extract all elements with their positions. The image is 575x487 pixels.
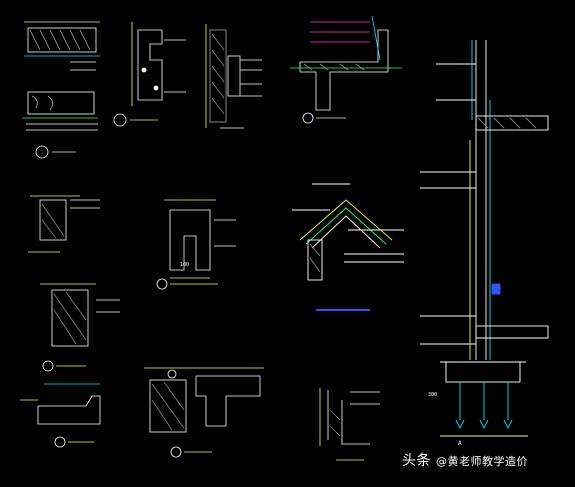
watermark: 头条 @黄老师教学造价 (402, 450, 528, 470)
detail-insulated-wall (205, 24, 262, 129)
detail-roof-eave (290, 15, 402, 124)
detail-roof-ridge (292, 183, 404, 311)
dim-label-300: 300 (428, 392, 438, 398)
detail-column-dims (156, 199, 236, 290)
watermark-author: @黄老师教学造价 (435, 455, 528, 468)
detail-wall-lower-left (40, 283, 120, 372)
detail-beam-hatched (144, 367, 264, 458)
detail-tall-wall-section (420, 40, 549, 437)
detail-column-section (113, 22, 186, 127)
detail-slab-edge (20, 383, 101, 448)
detail-foundation-step (319, 388, 380, 461)
detail-wall-section-top-left (22, 21, 100, 159)
dim-label-100: 100 (180, 262, 190, 268)
detail-parapet (28, 195, 100, 253)
watermark-platform: 头条 (402, 453, 431, 469)
callout-a: A (458, 440, 462, 447)
